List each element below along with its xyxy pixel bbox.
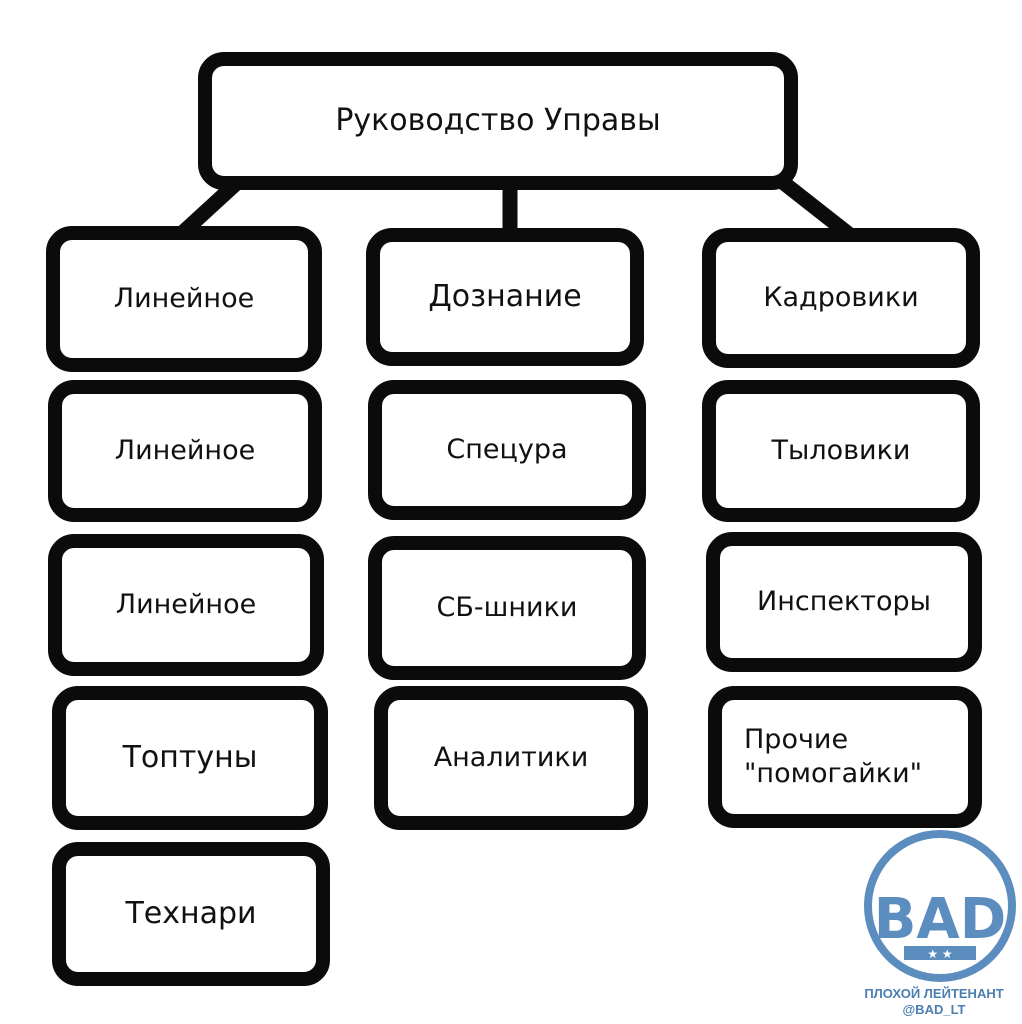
- node-doznanie: Дознание: [366, 228, 644, 366]
- root-box: Руководство Управы: [198, 52, 798, 190]
- bad-logo-icon: BAD ★ ★: [864, 830, 1016, 982]
- node-label: Спецура: [446, 434, 568, 466]
- node-toptuny: Топтуны: [52, 686, 328, 830]
- root-label: Руководство Управы: [335, 103, 661, 139]
- node-label: Дознание: [428, 279, 582, 315]
- connector-right: [772, 172, 858, 243]
- logo-caption-line2: @BAD_LT: [902, 1002, 966, 1018]
- node-lineynoe-2: Линейное: [48, 380, 322, 522]
- logo-text: BAD: [874, 887, 1007, 952]
- node-kadroviki: Кадровики: [702, 228, 980, 368]
- node-lineynoe-1: Линейное: [46, 226, 322, 372]
- node-label: Инспекторы: [757, 586, 931, 618]
- logo-caption: ПЛОХОЙ ЛЕЙТЕНАНТ @BAD_LT: [846, 986, 1022, 1019]
- node-inspektory: Инспекторы: [706, 532, 982, 672]
- node-label: Топтуны: [122, 740, 258, 776]
- node-label: СБ-шники: [436, 592, 578, 624]
- node-tekhnari: Технари: [52, 842, 330, 986]
- node-label: Аналитики: [433, 742, 589, 774]
- node-label: Технари: [125, 896, 257, 932]
- node-tyloviki: Тыловики: [702, 380, 980, 522]
- node-label: Линейное: [113, 283, 255, 315]
- node-lineynoe-3: Линейное: [48, 534, 324, 676]
- node-label: Тыловики: [771, 435, 911, 467]
- node-label: Линейное: [115, 589, 257, 621]
- node-sb-shniki: СБ-шники: [368, 536, 646, 680]
- logo-caption-line1: ПЛОХОЙ ЛЕЙТЕНАНТ: [864, 986, 1004, 1001]
- node-label: Линейное: [114, 435, 256, 467]
- svg-text:★ ★: ★ ★: [927, 947, 952, 961]
- node-prochie-pomogaiki: Прочие "помогайки": [708, 686, 982, 828]
- node-specura: Спецура: [368, 380, 646, 520]
- node-label: Кадровики: [763, 282, 919, 314]
- node-analitiki: Аналитики: [374, 686, 648, 830]
- node-label: Прочие "помогайки": [744, 724, 923, 789]
